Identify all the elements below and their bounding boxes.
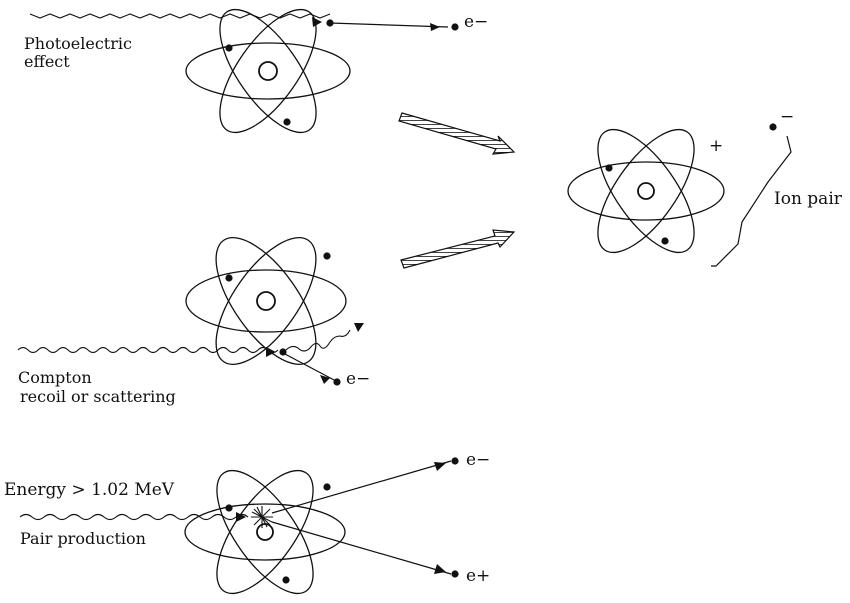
- burst-icon: [251, 506, 273, 528]
- electron: [225, 504, 232, 511]
- electron: [225, 44, 232, 51]
- hatched-arrow-lower: [401, 230, 514, 268]
- nucleus: [257, 524, 273, 540]
- incoming-photon: [20, 515, 248, 520]
- hatched-arrow-upper: [399, 113, 514, 154]
- produced-positron: [451, 570, 458, 577]
- scattered-photon: [286, 330, 350, 351]
- compton-electron-symbol: e−: [346, 371, 370, 388]
- free-electron: [451, 23, 458, 30]
- recoil-electron-track: [283, 353, 336, 381]
- track-arrowhead: [320, 375, 330, 384]
- compton-label-line1: Compton: [18, 370, 92, 386]
- orbit-horizontal: [186, 270, 346, 332]
- electron-track: [272, 461, 451, 513]
- orbit-horizontal: [185, 504, 345, 560]
- ion-pair-electron: [769, 123, 776, 130]
- photoelectric-label-line2: effect: [24, 54, 70, 70]
- orbit-diagonal-b: [199, 456, 331, 598]
- orbit-horizontal: [186, 43, 350, 99]
- incoming-photon: [18, 348, 278, 353]
- photoelectric-label-line1: Photoelectric: [24, 36, 132, 52]
- electron: [323, 252, 330, 259]
- track-arrowhead: [434, 462, 446, 471]
- scattered-arrowhead: [354, 323, 364, 332]
- pair-electron-symbol: e−: [466, 452, 490, 469]
- compton-label-line2: recoil or scattering: [20, 389, 176, 405]
- pair-production-label: Pair production: [20, 531, 146, 547]
- atom-photoelectric: [186, 0, 350, 147]
- electron: [661, 237, 668, 244]
- ion-positive-sign: +: [709, 138, 723, 155]
- electron: [605, 164, 612, 171]
- ion-negative-sign: −: [780, 109, 794, 126]
- atom-pair-production: [185, 456, 345, 598]
- nucleus: [259, 62, 277, 80]
- orbit-horizontal: [568, 162, 724, 220]
- nucleus: [257, 292, 275, 310]
- track-arrowhead: [430, 23, 440, 31]
- free-electron: [333, 378, 340, 385]
- pair-positron-symbol: e+: [466, 568, 490, 585]
- electron: [225, 274, 232, 281]
- electron: [282, 576, 289, 583]
- produced-electron: [451, 457, 458, 464]
- electron: [323, 483, 330, 490]
- ion-pair-label: Ion pair: [774, 191, 842, 208]
- nucleus: [638, 183, 654, 199]
- photon-arrowhead: [312, 17, 322, 27]
- photoelectric-electron-symbol: e−: [464, 14, 488, 31]
- atom-ion: [568, 115, 724, 267]
- positron-track: [272, 522, 451, 574]
- electron: [283, 118, 290, 125]
- energy-threshold-label: Energy > 1.02 MeV: [4, 482, 174, 499]
